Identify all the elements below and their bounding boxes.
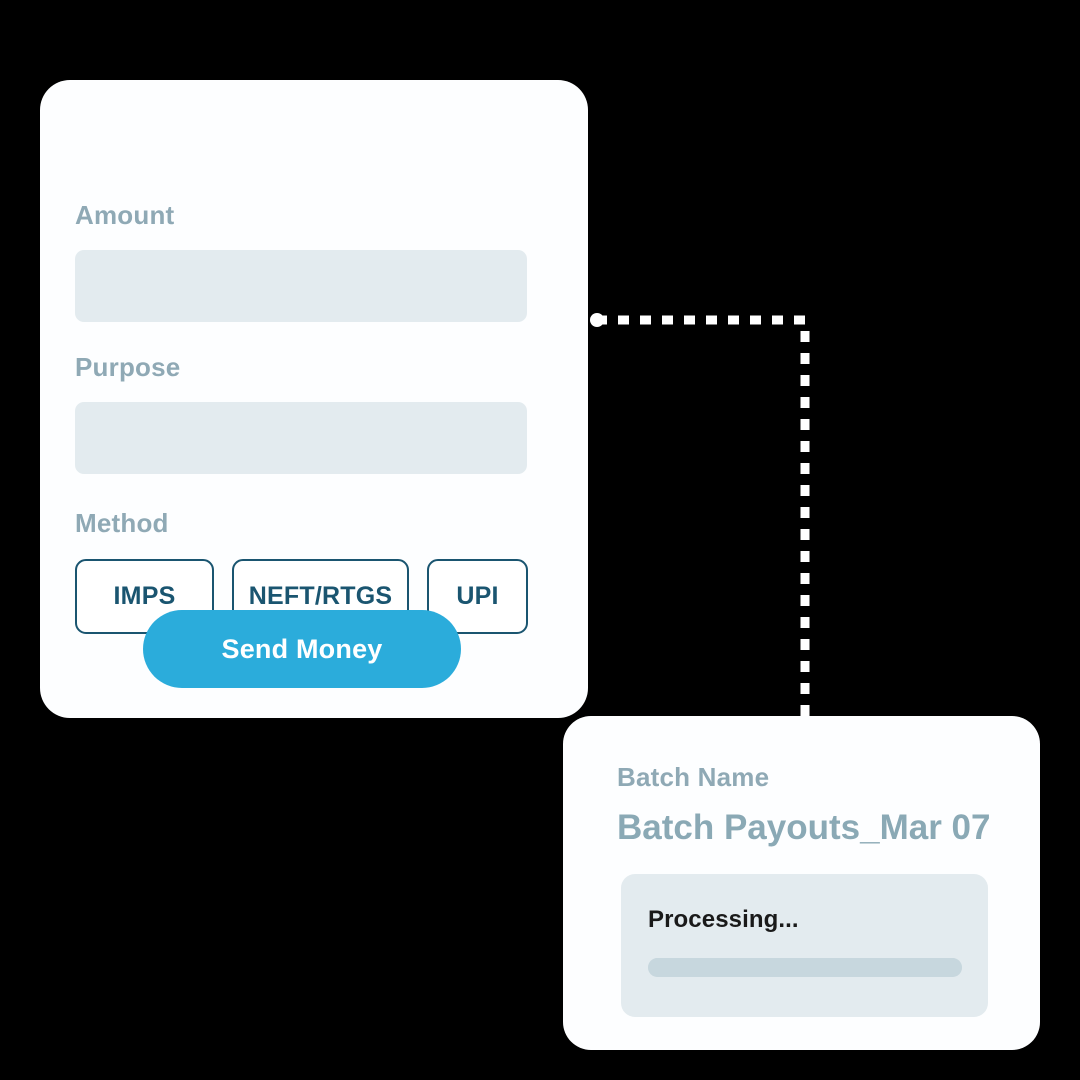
amount-label: Amount [75,200,175,230]
processing-status-text: Processing... [648,906,799,933]
purpose-label: Purpose [75,352,181,382]
connector-path [596,315,810,716]
progress-bar-track [648,958,962,977]
method-label: Method [75,508,169,538]
purpose-input[interactable] [75,402,527,474]
batch-progress-panel: Processing... [621,874,988,1017]
batch-name-label: Batch Name [617,762,770,792]
batch-name-value: Batch Payouts_Mar 07 [617,808,991,847]
connector-start-dot [590,313,604,327]
amount-input[interactable] [75,250,527,322]
batch-status-card: Batch Name Batch Payouts_Mar 07 Processi… [563,716,1040,1050]
payout-form-card: Amount Purpose Method IMPS NEFT/RTGS UPI… [40,80,588,718]
progress-bar-fill [648,958,962,977]
send-money-button[interactable]: Send Money [143,610,461,688]
